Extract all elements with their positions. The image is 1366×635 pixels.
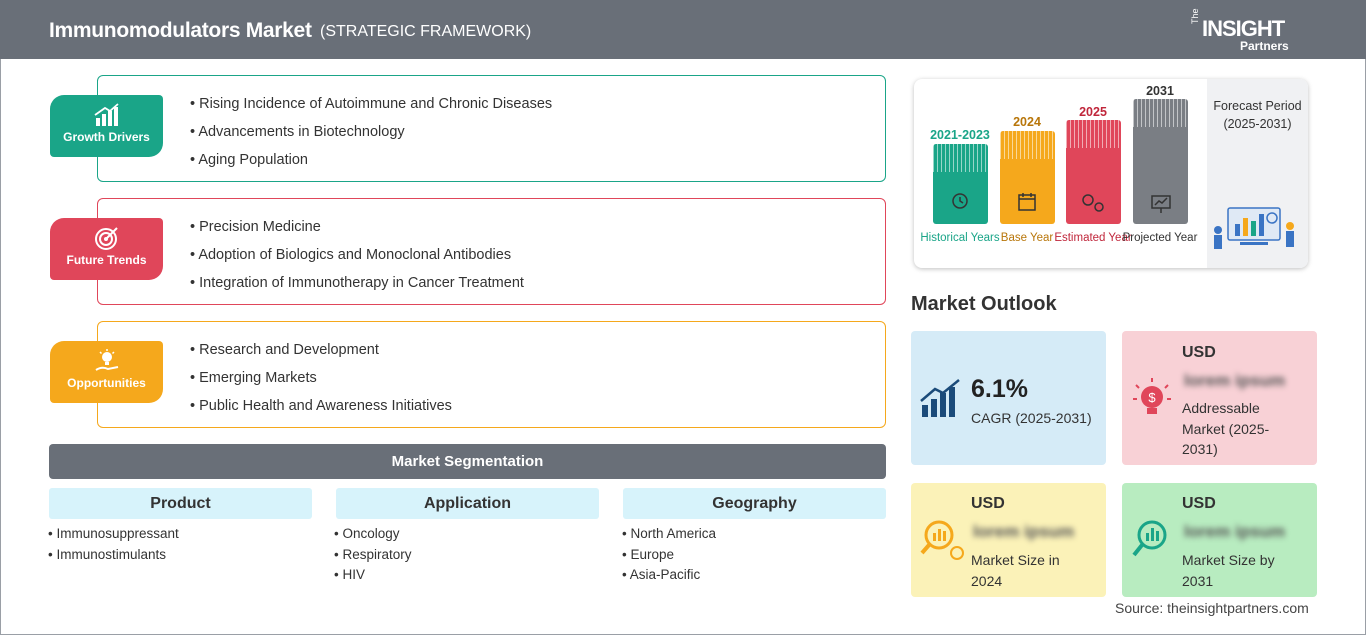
future-trends-label: Future Trends: [66, 253, 147, 267]
svg-text:$: $: [1148, 390, 1156, 405]
addressable-market-card: $ USD lorem ipsum Addressable Market (20…: [1122, 331, 1317, 465]
segment-header-geography: Geography: [623, 488, 886, 519]
timeline-label-base: Base Year: [1000, 232, 1054, 244]
market-size-2024-card: USD lorem ipsum Market Size in 2024: [911, 483, 1106, 597]
logo-partners: Partners: [1240, 39, 1289, 53]
growth-drivers-badge: Growth Drivers: [50, 95, 163, 157]
list-item: Respiratory: [334, 545, 411, 566]
size-2031-value: lorem ipsum: [1184, 522, 1286, 541]
page-title: Immunomodulators Market: [49, 19, 312, 42]
list-item: North America: [622, 524, 716, 545]
history-clock-icon: [952, 193, 968, 209]
list-item: Oncology: [334, 524, 412, 545]
insight-partners-logo[interactable]: The INSIGHT Partners: [1190, 8, 1310, 53]
growth-drivers-label: Growth Drivers: [63, 130, 150, 144]
bar-stripe-pattern: [1066, 120, 1121, 148]
size-2031-label: Market Size by 2031: [1182, 552, 1275, 589]
cagr-label: CAGR (2025-2031): [971, 410, 1092, 426]
segment-list-product: Immunosuppressant Immunostimulants: [48, 524, 179, 566]
opportunities-label: Opportunities: [67, 376, 146, 390]
page-subtitle: (STRATEGIC FRAMEWORK): [320, 23, 532, 40]
list-item: Aging Population: [190, 146, 552, 174]
timeline-label-estimated: Estimated Year: [1054, 232, 1132, 244]
list-item: Immunosuppressant: [48, 524, 178, 545]
money-bulb-icon: $: [1133, 378, 1171, 414]
opportunities-list: Research and Development Emerging Market…: [190, 336, 452, 420]
size-2024-usd: USD: [971, 495, 1005, 512]
segment-list-geography: North America Europe Asia-Pacific: [622, 524, 716, 586]
size-2024-label: Market Size in 2024: [971, 552, 1060, 589]
header-bar: Immunomodulators Market (STRATEGIC FRAME…: [0, 0, 1366, 59]
logo-the: The: [1190, 8, 1200, 24]
list-item: Emerging Markets: [190, 364, 452, 392]
timeline-bar-base: [1000, 131, 1055, 224]
segment-header-application: Application: [336, 488, 599, 519]
timeline-year-projected: 2031: [1146, 84, 1174, 98]
bar-stripe-pattern: [933, 144, 988, 172]
list-item: Immunostimulants: [48, 545, 179, 566]
growth-arrow-chart-icon: [920, 379, 960, 417]
timeline-bar-historical: [933, 144, 988, 224]
addressable-label: Addressable Market (2025-2031): [1182, 400, 1270, 457]
bar-stripe-pattern: [1133, 99, 1188, 127]
opportunities-badge: Opportunities: [50, 341, 163, 403]
list-item: Asia-Pacific: [622, 565, 716, 586]
market-outlook-title: Market Outlook: [911, 293, 1057, 315]
timeline-label-projected: Projected Year: [1122, 232, 1198, 244]
timeline-year-base: 2024: [1013, 115, 1041, 129]
forecast-range: (2025-2031): [1223, 117, 1292, 131]
timeline-year-historical: 2021-2023: [930, 128, 990, 142]
list-item: Adoption of Biologics and Monoclonal Ant…: [190, 241, 524, 269]
list-item: Integration of Immunotherapy in Cancer T…: [190, 269, 524, 297]
size-2031-usd: USD: [1182, 495, 1216, 512]
gear-chart-icon: [1082, 194, 1104, 212]
segment-header-product: Product: [49, 488, 312, 519]
future-trends-list: Precision Medicine Adoption of Biologics…: [190, 213, 524, 297]
timeline-bar-projected: [1133, 99, 1188, 224]
magnifier-chart-icon: [1132, 520, 1167, 557]
growth-chart-icon: [93, 103, 119, 126]
addressable-value: lorem ipsum: [1184, 371, 1286, 390]
forecast-label: Forecast Period: [1213, 99, 1302, 113]
presentation-board-icon: [1151, 195, 1171, 213]
source-text: Source: theinsightpartners.com: [1115, 600, 1309, 616]
segment-list-application: Oncology Respiratory HIV: [334, 524, 412, 586]
timeline-label-historical: Historical Years: [920, 232, 1000, 244]
list-item: Europe: [622, 545, 716, 566]
analyst-illustration-icon: [1214, 207, 1294, 249]
timeline-year-estimated: 2025: [1079, 105, 1107, 119]
bar-stripe-pattern: [1000, 131, 1055, 159]
market-segmentation-bar: Market Segmentation: [49, 444, 886, 479]
list-item: Rising Incidence of Autoimmune and Chron…: [190, 90, 552, 118]
lightbulb-hand-icon: [94, 349, 118, 371]
list-item: HIV: [334, 565, 412, 586]
growth-drivers-list: Rising Incidence of Autoimmune and Chron…: [190, 90, 552, 174]
cagr-card: 6.1% CAGR (2025-2031): [911, 331, 1106, 465]
logo-insight: INSIGHT: [1202, 16, 1285, 41]
calendar-icon: [1018, 193, 1036, 211]
list-item: Research and Development: [190, 336, 452, 364]
addressable-usd: USD: [1182, 344, 1216, 361]
forecast-title: Forecast Period (2025-2031): [1209, 99, 1306, 132]
future-trends-badge: Future Trends: [50, 218, 163, 280]
market-size-2031-card: USD lorem ipsum Market Size by 2031: [1122, 483, 1317, 597]
list-item: Advancements in Biotechnology: [190, 118, 552, 146]
size-2024-value: lorem ipsum: [973, 522, 1075, 541]
target-icon: [94, 227, 118, 250]
timeline-bar-estimated: [1066, 120, 1121, 224]
cagr-value: 6.1%: [971, 375, 1028, 403]
magnifier-money-icon: [920, 520, 964, 560]
list-item: Precision Medicine: [190, 213, 524, 241]
list-item: Public Health and Awareness Initiatives: [190, 392, 452, 420]
